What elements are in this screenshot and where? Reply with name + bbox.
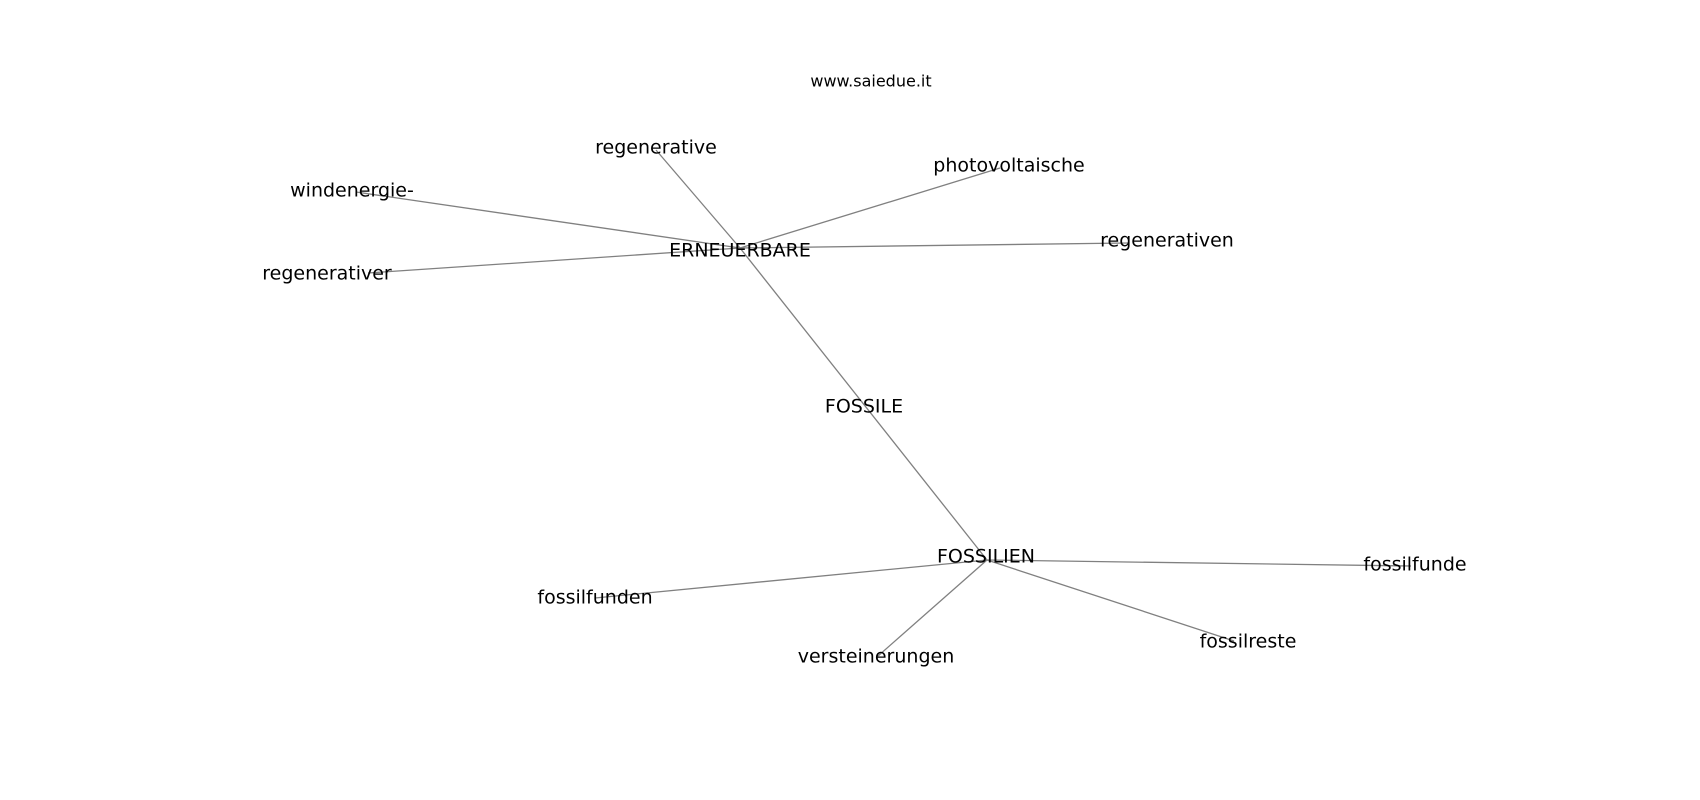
- node-label-photovoltaische: photovoltaische: [933, 155, 1084, 177]
- edge-fossilien-fossilfunde: [986, 559, 1412, 567]
- edge-fossilien-versteinerungen: [877, 559, 988, 657]
- edge-erneuerbare-regenerative: [655, 149, 741, 249]
- node-label-versteinerungen: versteinerungen: [798, 646, 954, 668]
- source-watermark: www.saiedue.it: [810, 72, 931, 91]
- labels-layer: ERNEUERBARE FOSSILE FOSSILIEN regenerative p…: [262, 137, 1466, 668]
- node-label-regenerativer: regenerativer: [262, 263, 392, 285]
- edge-erneuerbare-regenerativen: [739, 242, 1129, 249]
- node-label-fossile: FOSSILE: [825, 396, 903, 418]
- node-label-regenerativen: regenerativen: [1100, 230, 1234, 252]
- edges-layer: [355, 149, 1412, 657]
- node-label-windenergie: windenergie-: [290, 180, 414, 202]
- node-label-fossilreste: fossilreste: [1200, 631, 1297, 653]
- edge-erneuerbare-windenergie: [355, 191, 741, 249]
- node-label-erneuerbare: ERNEUERBARE: [669, 240, 811, 262]
- edge-erneuerbare-photovoltaische: [739, 167, 1001, 249]
- edge-erneuerbare-fossilien: [739, 247, 988, 561]
- edge-fossilien-fossilreste: [986, 559, 1235, 642]
- node-label-fossilfunde: fossilfunde: [1363, 554, 1466, 576]
- edge-fossilien-fossilfunden: [594, 559, 988, 599]
- node-label-regenerative: regenerative: [595, 137, 717, 159]
- node-label-fossilien: FOSSILIEN: [937, 546, 1035, 568]
- node-label-fossilfunden: fossilfunden: [537, 587, 652, 609]
- edge-erneuerbare-regenerativer: [367, 247, 741, 274]
